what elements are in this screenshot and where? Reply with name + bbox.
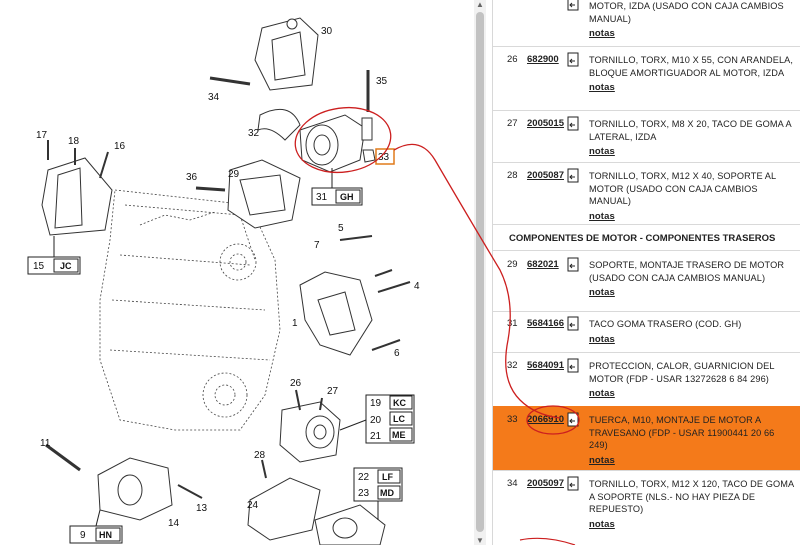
notes-link[interactable]: notas [589, 287, 615, 298]
scroll-up-icon[interactable]: ▲ [476, 0, 484, 9]
part-number: 26 [507, 54, 518, 65]
svg-text:KC: KC [393, 398, 406, 408]
callout-7: 7 [314, 240, 320, 251]
notes-link[interactable]: notas [589, 388, 615, 399]
document-icon[interactable] [566, 116, 580, 132]
part-description: MOTOR, IZDA (USADO CON CAJA CAMBIOS MANU… [589, 1, 784, 24]
callout-17: 17 [36, 130, 48, 141]
svg-text:22: 22 [358, 472, 370, 483]
svg-text:31: 31 [316, 192, 328, 203]
part-number: 28 [507, 170, 518, 181]
part-row-highlighted: 33 2066910 TUERCA, M10, MONTAJE DE MOTOR… [493, 406, 800, 471]
parts-diagram: 30 35 34 32 17 18 16 36 29 5 7 4 1 6 26 … [27, 0, 475, 546]
part-description: SOPORTE, MONTAJE TRASERO DE MOTOR (USADO… [589, 260, 785, 283]
callout-1: 1 [292, 318, 298, 329]
svg-text:ME: ME [392, 430, 406, 440]
document-icon[interactable] [566, 476, 580, 492]
callout-30: 30 [321, 26, 333, 37]
svg-text:LF: LF [382, 472, 393, 482]
part-code-link[interactable]: 5684091 [527, 360, 564, 371]
parts-list-panel: MOTOR, IZDA (USADO CON CAJA CAMBIOS MANU… [492, 0, 800, 545]
callout-6: 6 [394, 348, 400, 359]
notes-link[interactable]: notas [589, 454, 615, 466]
document-icon[interactable] [566, 0, 580, 12]
part-description: TACO GOMA TRASERO (COD. GH) [589, 319, 742, 329]
part-row: 28 2005087 TORNILLO, TORX, M12 X 40, SOP… [493, 162, 800, 225]
callout-36: 36 [186, 172, 198, 183]
svg-text:MD: MD [380, 488, 394, 498]
callout-11: 11 [40, 438, 51, 449]
part-code-link[interactable]: 5684166 [527, 318, 564, 329]
part-description: TUERCA, M10, MONTAJE DE MOTOR A TRAVESAN… [589, 415, 775, 450]
svg-text:15: 15 [33, 261, 45, 272]
notes-link[interactable]: notas [589, 82, 615, 93]
callout-14: 14 [168, 518, 180, 529]
code-gh: GH [340, 192, 354, 202]
part-number: 27 [507, 118, 518, 129]
callout-4: 4 [414, 281, 420, 292]
part-row: 27 2005015 TORNILLO, TORX, M8 X 20, TACO… [493, 110, 800, 163]
part-code-link[interactable]: 2005015 [527, 118, 564, 129]
part-number: 31 [507, 318, 518, 329]
part-number: 34 [507, 478, 518, 489]
part-description: TORNILLO, TORX, M8 X 20, TACO DE GOMA A … [589, 119, 792, 142]
part-description: TORNILLO, TORX, M12 X 40, SOPORTE AL MOT… [589, 171, 776, 206]
document-icon[interactable] [566, 358, 580, 374]
callout-27: 27 [327, 386, 339, 397]
notes-link[interactable]: notas [589, 210, 615, 222]
document-icon[interactable] [566, 412, 580, 428]
part-code-link[interactable]: 682900 [527, 54, 559, 65]
part-code-link[interactable]: 2005097 [527, 478, 564, 489]
callout-26: 26 [290, 378, 302, 389]
svg-text:HN: HN [99, 530, 112, 540]
engine-diagram-svg: 30 35 34 32 17 18 16 36 29 5 7 4 1 6 26 … [27, 17, 420, 546]
notes-link[interactable]: notas [589, 146, 615, 157]
document-icon[interactable] [566, 168, 580, 184]
part-row: 34 2005097 TORNILLO, TORX, M12 X 120, TA… [493, 470, 800, 545]
svg-text:9: 9 [80, 530, 86, 541]
callout-13: 13 [196, 503, 208, 514]
part-code-link[interactable]: 2066910 [527, 414, 564, 425]
part-row: 31 5684166 TACO GOMA TRASERO (COD. GH) n… [493, 310, 800, 353]
scrollbar-thumb[interactable] [476, 12, 484, 532]
svg-text:19: 19 [370, 398, 382, 409]
part-number: 32 [507, 360, 518, 371]
callout-18: 18 [68, 136, 80, 147]
svg-text:20: 20 [370, 415, 382, 426]
part-row: MOTOR, IZDA (USADO CON CAJA CAMBIOS MANU… [493, 0, 800, 47]
svg-text:23: 23 [358, 488, 370, 499]
notes-link[interactable]: notas [589, 518, 615, 530]
callout-24: 24 [247, 500, 259, 511]
callout-29: 29 [228, 169, 240, 180]
callout-5: 5 [338, 223, 344, 234]
part-code-link[interactable]: 2005087 [527, 170, 564, 181]
callout-32: 32 [248, 128, 260, 139]
part-description: TORNILLO, TORX, M10 X 55, CON ARANDELA, … [589, 55, 794, 78]
document-icon[interactable] [566, 316, 580, 332]
svg-text:21: 21 [370, 431, 382, 442]
document-icon[interactable] [566, 257, 580, 273]
notes-link[interactable]: notas [589, 28, 615, 39]
callout-34: 34 [208, 92, 220, 103]
callout-33: 33 [378, 152, 390, 163]
code-jc: JC [60, 261, 72, 271]
section-title: COMPONENTES DE MOTOR - COMPONENTES TRASE… [509, 233, 776, 244]
part-code-link[interactable]: 682021 [527, 259, 559, 270]
part-number: 29 [507, 259, 518, 270]
part-row: 26 682900 TORNILLO, TORX, M10 X 55, CON … [493, 46, 800, 111]
part-row: 32 5684091 PROTECCION, CALOR, GUARNICION… [493, 352, 800, 407]
part-description: PROTECCION, CALOR, GUARNICION DEL MOTOR … [589, 361, 775, 384]
callout-16: 16 [114, 141, 126, 152]
document-icon[interactable] [566, 52, 580, 68]
callout-35: 35 [376, 76, 388, 87]
notes-link[interactable]: notas [589, 333, 615, 345]
part-description: TORNILLO, TORX, M12 X 120, TACO DE GOMA … [589, 479, 794, 514]
svg-text:LC: LC [393, 414, 405, 424]
part-row: 29 682021 SOPORTE, MONTAJE TRASERO DE MO… [493, 250, 800, 312]
diagram-scrollbar[interactable]: ▲ ▼ [474, 0, 486, 545]
scroll-down-icon[interactable]: ▼ [476, 536, 484, 545]
part-number: 33 [507, 414, 518, 425]
callout-28: 28 [254, 450, 266, 461]
